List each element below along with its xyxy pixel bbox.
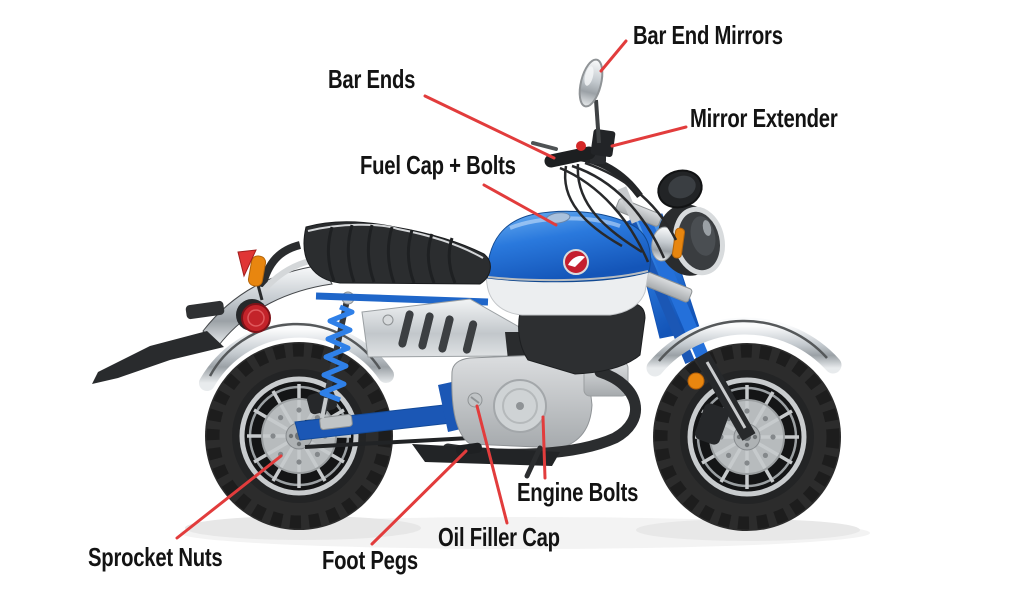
bar-end-part: [576, 141, 586, 151]
callout-line-sprocket-nuts: [175, 454, 283, 540]
seat: [303, 221, 491, 285]
rear-fender: [92, 241, 394, 391]
callout-line-engine-bolts: [541, 415, 547, 480]
side-cover: [518, 302, 646, 375]
mirror-extender-part: [590, 128, 616, 158]
callout-line-foot-pegs: [370, 449, 468, 546]
rear-turn-signal: [247, 255, 267, 287]
foot-peg-part: [455, 442, 483, 456]
callout-line-mirror-extender: [610, 125, 688, 148]
label-bar-end-mirrors: Bar End Mirrors: [633, 20, 783, 50]
tail-light: [236, 299, 271, 333]
grip: [544, 146, 596, 168]
muffler-heat-shield: [361, 298, 522, 358]
label-mirror-extender: Mirror Extender: [690, 103, 838, 133]
bar-end-mirror-part: [578, 58, 616, 158]
callout-line-oil-filler-cap: [475, 404, 509, 525]
label-oil-filler-cap: Oil Filler Cap: [438, 522, 560, 552]
label-sprocket-nuts: Sprocket Nuts: [88, 542, 223, 572]
rear-shock: [319, 291, 355, 419]
front-brake-caliper: [694, 403, 730, 445]
front-turn-signal: [651, 226, 686, 262]
speedometer: [657, 169, 703, 209]
callout-line-fuel-cap-bolts: [482, 183, 558, 227]
label-fuel-cap-bolts: Fuel Cap + Bolts: [360, 150, 516, 180]
ground-shadow: [180, 516, 870, 549]
kickstand: [524, 445, 543, 479]
label-engine-bolts: Engine Bolts: [517, 477, 639, 507]
label-foot-pegs: Foot Pegs: [322, 545, 418, 575]
skid-plate: [412, 444, 560, 466]
callout-line-bar-ends: [423, 94, 556, 160]
fuel-tank: [485, 210, 651, 316]
honda-wing-emblem: [563, 249, 589, 275]
fork-reflector: [687, 372, 705, 390]
brake-lever: [531, 141, 558, 151]
control-cables: [559, 161, 678, 263]
front-fender: [646, 317, 842, 377]
reflector-triangle: [237, 249, 257, 278]
callout-lines: [175, 39, 688, 546]
handlebar: [531, 58, 678, 263]
headlight: [657, 204, 725, 276]
callout-line-bar-end-mirrors: [599, 39, 628, 73]
label-bar-ends: Bar Ends: [328, 64, 416, 94]
